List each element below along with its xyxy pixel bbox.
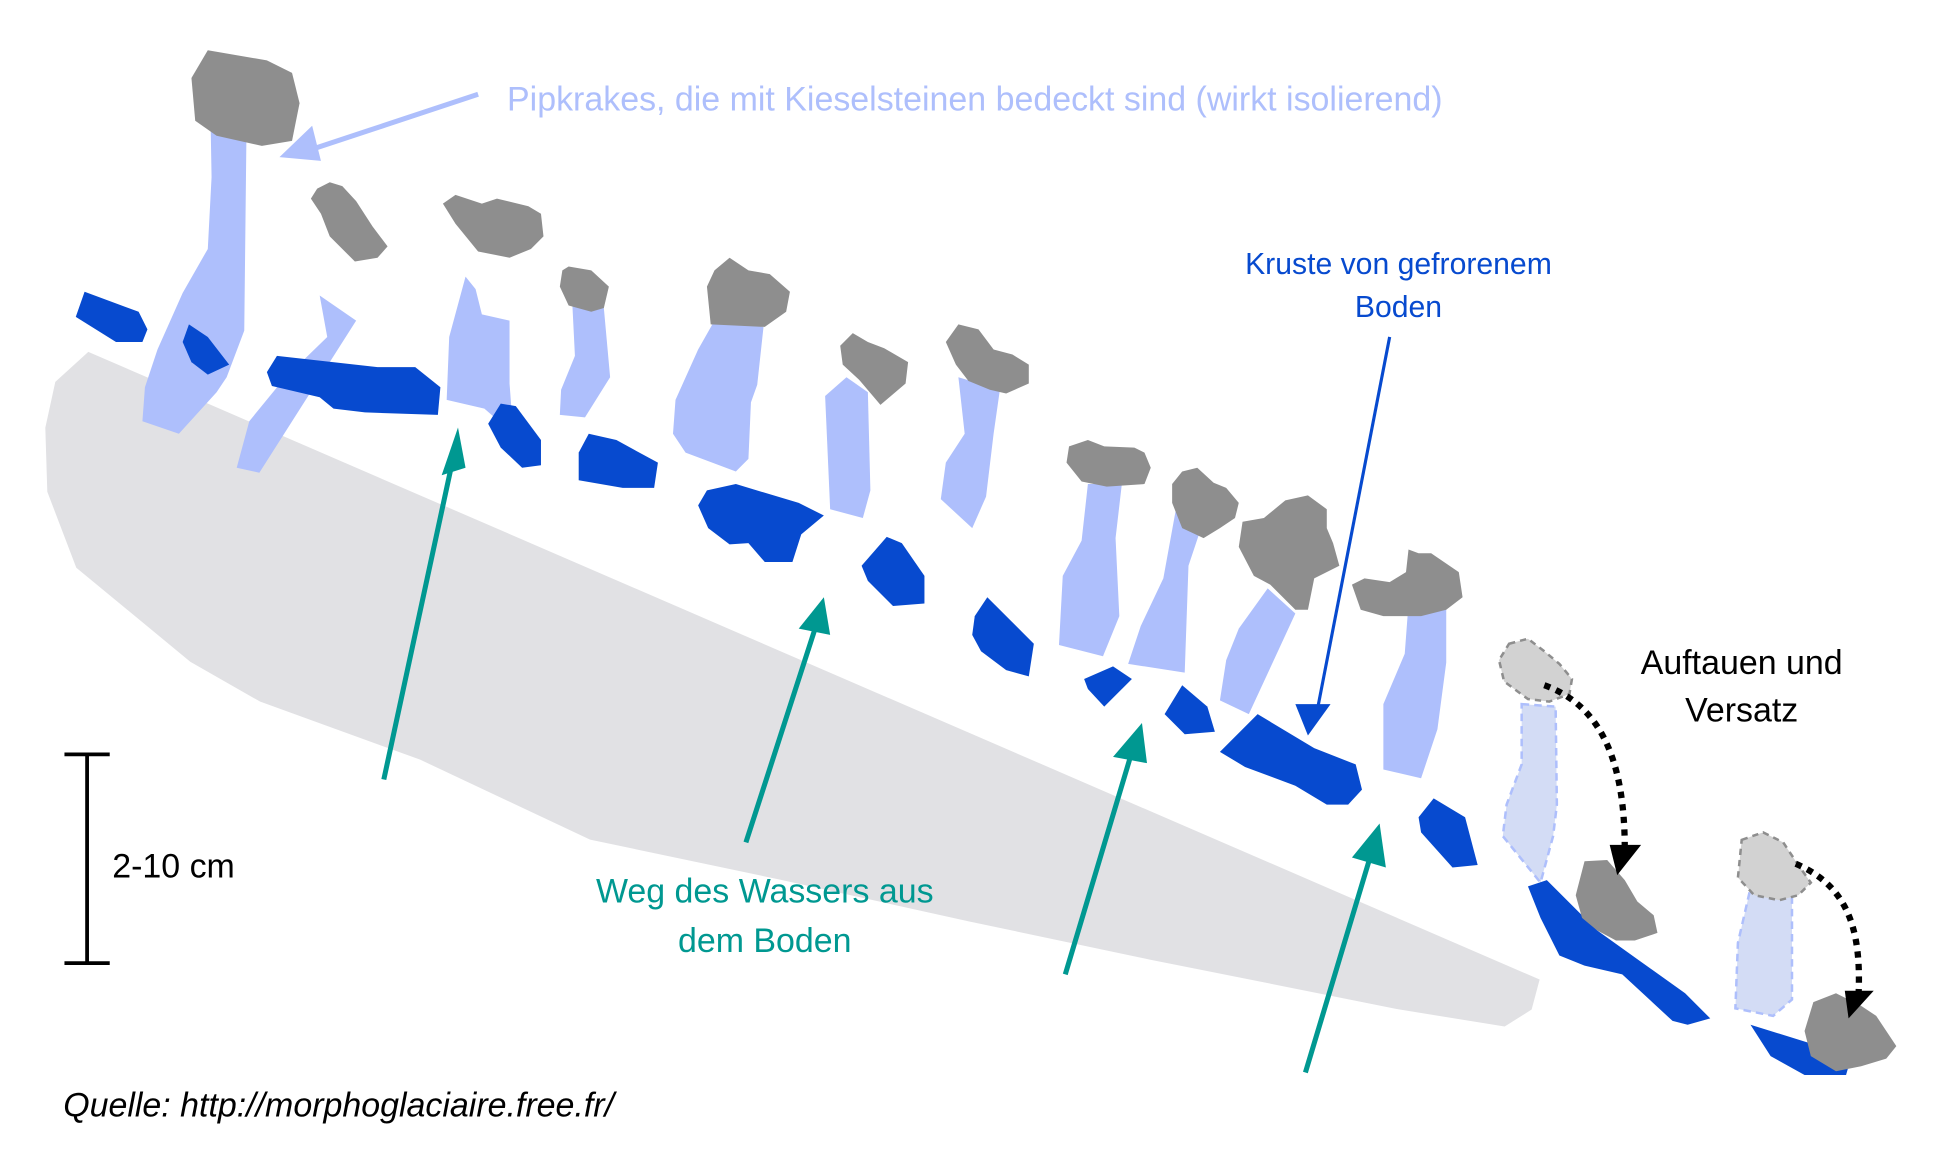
pebble <box>706 257 790 327</box>
ice-needle <box>1383 603 1447 779</box>
pebble <box>1172 467 1239 539</box>
water-label-line1: Weg des Wassers aus <box>596 873 934 911</box>
thawed-ice-needles <box>1501 702 1794 1018</box>
pebble <box>945 324 1029 394</box>
thawed-pebbles <box>1497 637 1813 902</box>
pebble <box>840 333 909 405</box>
crust-patch <box>75 291 148 342</box>
crust-patch <box>698 484 824 563</box>
crust-patch <box>972 597 1034 677</box>
water-arrows <box>381 427 1386 1074</box>
ice-needle <box>1128 509 1202 673</box>
water-label-line2: dem Boden <box>678 922 852 960</box>
pebble <box>191 50 300 146</box>
arrowhead-icon <box>279 125 321 161</box>
water-arrow <box>1062 751 1135 976</box>
scale-label: 2-10 cm <box>112 848 235 886</box>
arrowhead-icon <box>1351 823 1386 868</box>
pipkrakes-pointer <box>279 91 479 161</box>
crust-patch <box>1527 880 1711 1025</box>
crust-patch <box>1164 685 1215 735</box>
scale-bar <box>64 752 110 965</box>
displacement-arrow <box>1794 860 1863 994</box>
pebbles <box>191 50 1897 1072</box>
arrowhead-icon <box>798 597 831 635</box>
pebble <box>1575 859 1658 941</box>
pebble <box>1804 993 1897 1072</box>
arrowhead-icon <box>1844 990 1874 1019</box>
pebble <box>310 182 388 262</box>
crust-patch <box>1084 666 1132 707</box>
arrowhead-icon <box>1295 704 1331 736</box>
arrowhead-icon <box>441 427 466 476</box>
water-arrow <box>381 458 456 781</box>
pebble <box>442 194 544 258</box>
pebble <box>1238 495 1340 610</box>
pebble <box>1351 549 1463 617</box>
frozen-crust <box>75 291 1849 1075</box>
pebble <box>1066 440 1151 487</box>
ice-needle <box>446 276 514 434</box>
crust-label-line2: Boden <box>1355 291 1442 324</box>
thawed-pebble <box>1736 830 1813 902</box>
ice-needle <box>1219 588 1296 715</box>
thawed-pebble <box>1497 637 1574 703</box>
water-arrow <box>743 627 818 844</box>
crust-patch <box>266 355 441 415</box>
soil-slab <box>45 351 1540 1027</box>
source-label: Quelle: http://morphoglaciaire.free.fr/ <box>63 1086 617 1124</box>
crust-patch <box>182 324 230 375</box>
displacement-arrows <box>1543 682 1863 994</box>
thaw-label-line2: Versatz <box>1685 692 1798 730</box>
crust-label-line1: Kruste von gefrorenem <box>1245 248 1552 281</box>
ice-needle <box>672 320 764 472</box>
crust-patch <box>488 403 541 468</box>
pebble <box>559 266 609 312</box>
ice-needle <box>940 377 1000 529</box>
crust-patch <box>1418 798 1478 868</box>
ice-needle <box>1058 484 1122 657</box>
thaw-label-line1: Auftauen und <box>1641 644 1843 682</box>
thawed-ice-needle <box>1734 881 1794 1018</box>
arrowhead-icon <box>1609 844 1642 876</box>
arrowhead-icon <box>1113 722 1147 764</box>
ice-needle <box>825 377 871 519</box>
water-arrow <box>1303 854 1374 1074</box>
thawed-ice-needle <box>1501 702 1559 886</box>
ice-needle <box>559 305 611 418</box>
crust-pointer <box>1295 336 1392 736</box>
ice-needle <box>142 105 247 434</box>
crust-patch <box>578 433 658 488</box>
crust-patch <box>861 536 925 607</box>
crust-patch <box>1219 714 1362 805</box>
pipkrakes-label: Pipkrakes, die mit Kieselsteinen bedeckt… <box>507 81 1443 119</box>
